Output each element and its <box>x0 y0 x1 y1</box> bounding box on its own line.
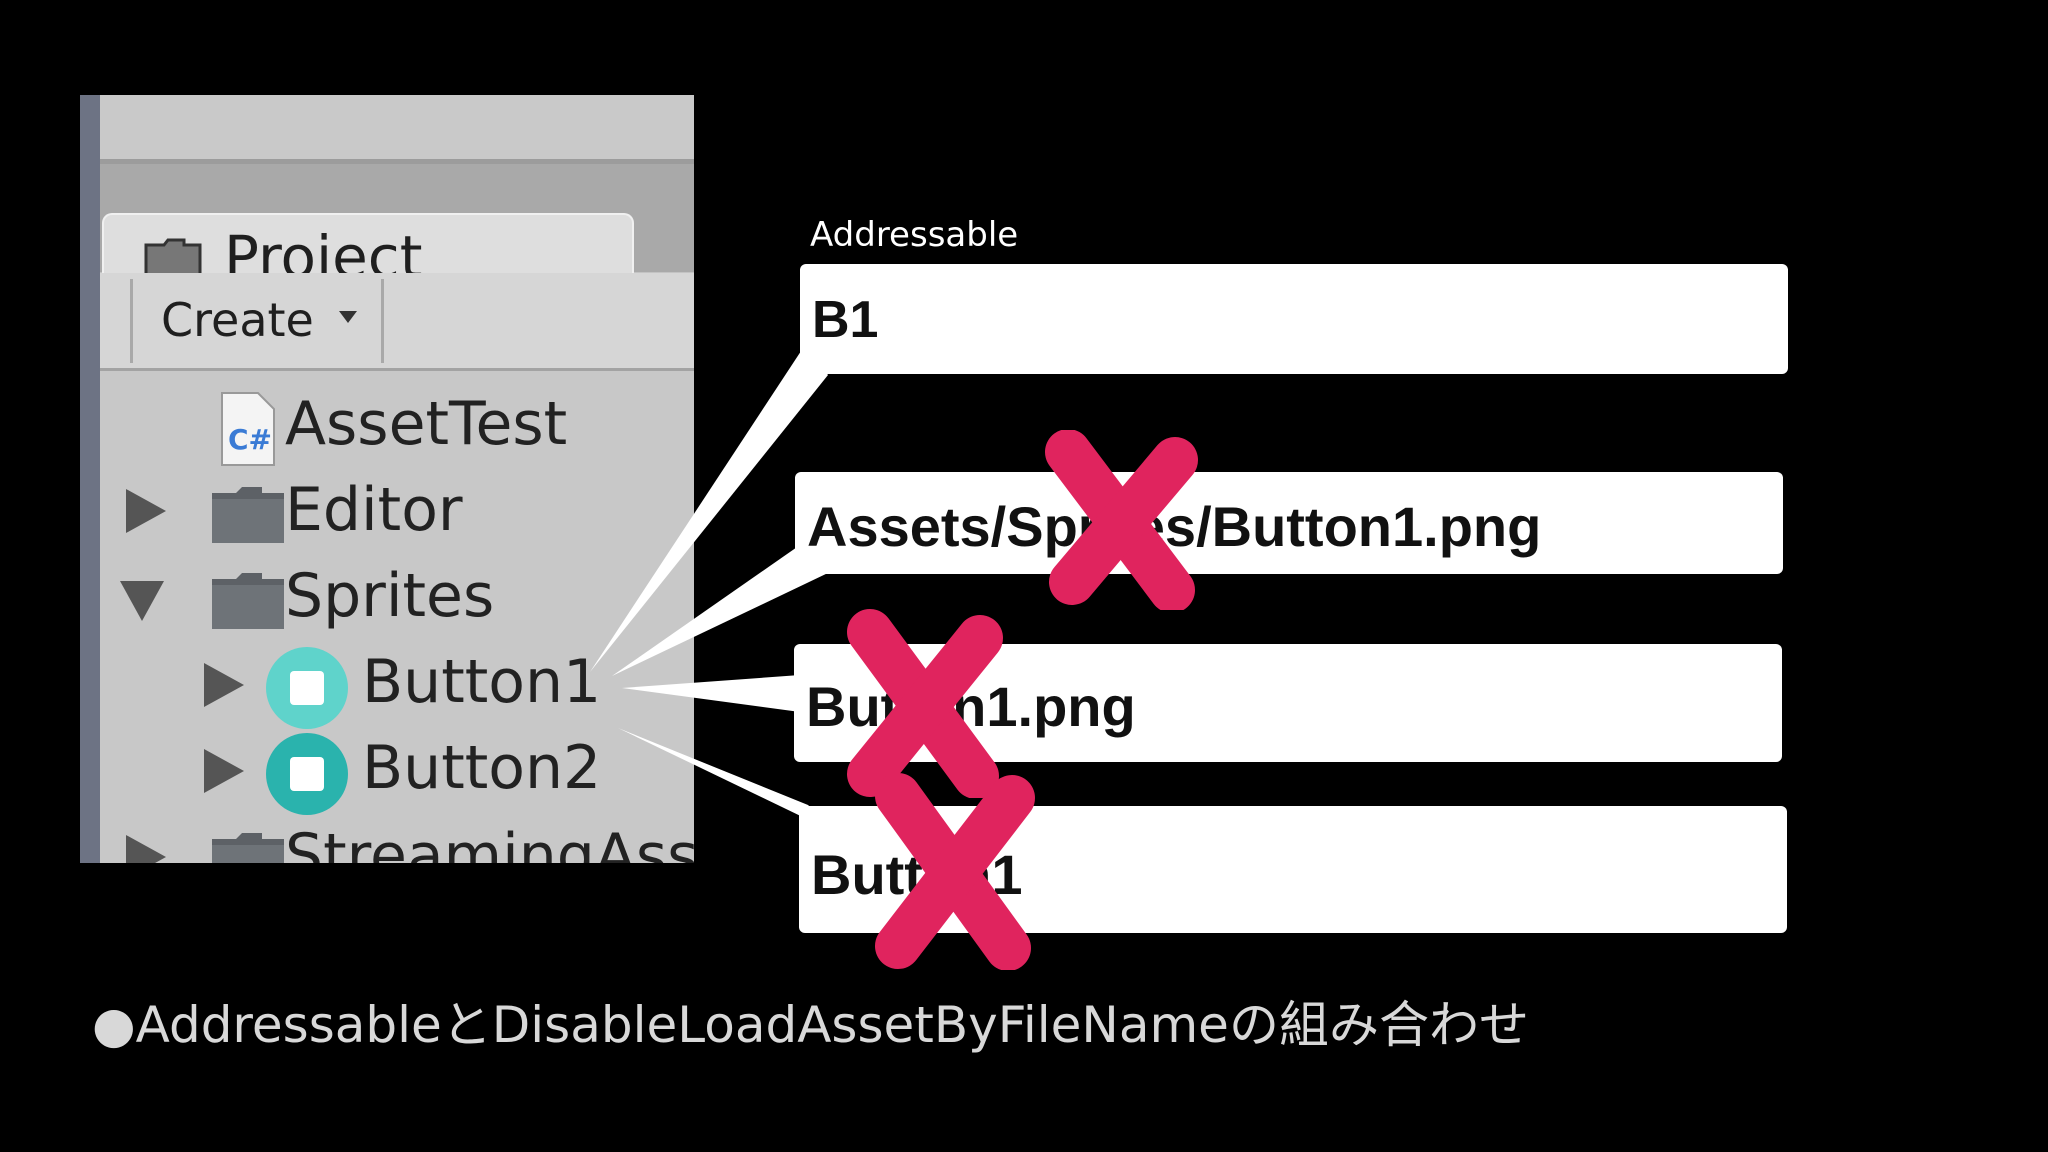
tree-item-button1[interactable]: Button1 <box>100 647 694 729</box>
expand-arrow-icon[interactable] <box>126 489 166 533</box>
addressable-caption: Addressable <box>810 215 1019 255</box>
tree-item-label: Sprites <box>285 561 495 631</box>
connector-button1-png <box>622 675 800 712</box>
connector-button1 <box>618 728 840 835</box>
tree-item-editor[interactable]: Editor <box>100 475 694 555</box>
reject-cross-icon <box>875 773 1035 970</box>
folder-icon <box>212 487 284 543</box>
expand-arrow-icon[interactable] <box>126 835 166 863</box>
chevron-down-icon <box>339 311 357 323</box>
folder-icon <box>212 833 284 863</box>
window-edge <box>80 95 100 863</box>
name-box-b1: B1 <box>800 264 1788 374</box>
expand-arrow-icon[interactable] <box>204 749 244 793</box>
title-strip <box>100 95 694 164</box>
tree-item-label: Button1 <box>362 647 602 717</box>
tree-item-sprites[interactable]: Sprites <box>100 561 694 641</box>
project-tree: C# AssetTest Editor Sprites Butt <box>100 371 694 863</box>
project-window: Project Create C# AssetTest Editor <box>80 95 694 863</box>
tree-item-label: StreamingAssets <box>285 821 694 863</box>
expand-arrow-icon[interactable] <box>204 663 244 707</box>
tree-item-assettest[interactable]: C# AssetTest <box>100 389 694 469</box>
folder-icon <box>212 573 284 629</box>
name-box-assets-path: Assets/Sprites/Button1.png <box>795 472 1783 574</box>
tree-item-label: AssetTest <box>285 389 568 459</box>
collapse-arrow-icon[interactable] <box>120 581 164 621</box>
reject-cross-icon <box>1045 430 1198 610</box>
slide-footer-text: ●AddressableとDisableLoadAssetByFileNameの… <box>92 996 1529 1054</box>
name-box-text: Assets/Sprites/Button1.png <box>807 495 1542 558</box>
sprite-icon <box>266 647 348 729</box>
tree-item-label: Editor <box>285 475 463 545</box>
connector-assets-path <box>612 545 830 676</box>
tree-item-streamingassets[interactable]: StreamingAssets <box>100 821 694 863</box>
reject-cross-icon <box>847 609 1003 798</box>
create-button[interactable]: Create <box>130 279 384 363</box>
connector-b1 <box>590 345 828 672</box>
create-label: Create <box>161 293 314 347</box>
project-toolbar: Create <box>100 273 694 371</box>
name-box-text: B1 <box>812 291 879 349</box>
sprite-icon <box>266 733 348 815</box>
svg-text:C#: C# <box>228 423 272 456</box>
tree-item-button2[interactable]: Button2 <box>100 733 694 815</box>
csharp-script-icon: C# <box>221 392 275 466</box>
tree-item-label: Button2 <box>362 733 602 803</box>
